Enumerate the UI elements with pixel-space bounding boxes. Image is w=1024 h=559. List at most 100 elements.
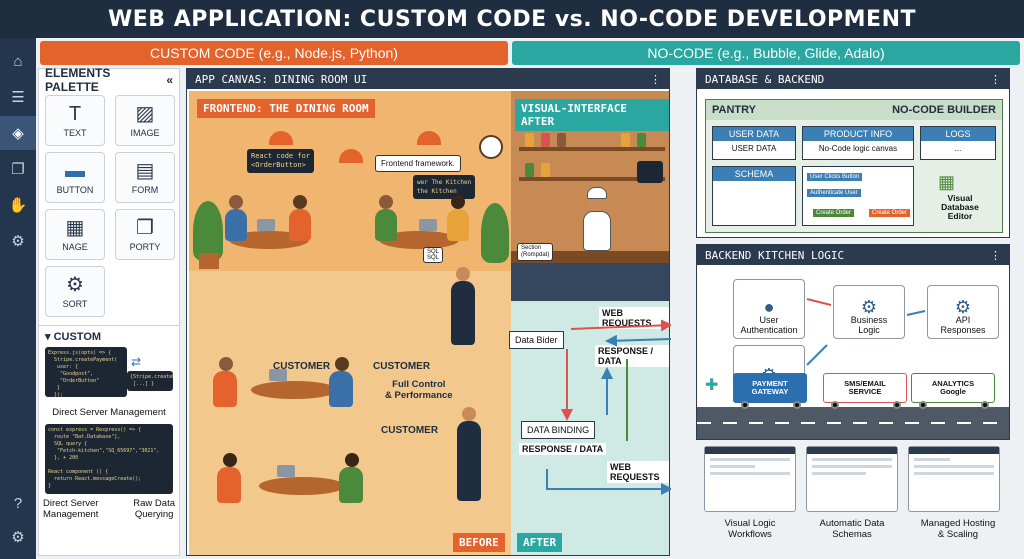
business-logic-box[interactable]: ⚙Business Logic bbox=[833, 285, 905, 339]
code-snippet-side: {Stripe.createPayment [...] } bbox=[127, 371, 173, 391]
waiter-figure bbox=[451, 281, 475, 345]
waiter-head bbox=[456, 267, 470, 281]
copy-icon[interactable]: ❐ bbox=[11, 161, 25, 178]
caption-direct-server: Direct Server Management bbox=[52, 407, 166, 418]
logic-canvas[interactable]: User Clicks Button Authenticate User Cre… bbox=[802, 166, 914, 226]
jar bbox=[541, 133, 550, 147]
custom-section-title[interactable]: ▾ CUSTOM bbox=[39, 325, 179, 347]
laptop-icon bbox=[257, 219, 275, 231]
wheel bbox=[919, 401, 927, 409]
before-tag: BEFORE bbox=[453, 533, 505, 552]
plant bbox=[481, 203, 509, 263]
palette-item-sort[interactable]: ⚙ SORT bbox=[45, 266, 105, 317]
card-header: PRODUCT INFO bbox=[803, 127, 913, 141]
pantry-label: PANTRY bbox=[712, 104, 756, 116]
jar bbox=[541, 163, 550, 177]
data-binding-box: DATA BINDING bbox=[521, 421, 596, 439]
puzzle-icon: ✚ bbox=[705, 377, 719, 394]
visual-db-label: Visual Database Editor bbox=[941, 193, 979, 221]
settings-icon[interactable]: ⚙ bbox=[11, 529, 25, 546]
palette-item-form[interactable]: ▤FORM bbox=[115, 152, 175, 203]
home-icon[interactable]: ⌂ bbox=[13, 52, 23, 70]
plugin-icon[interactable]: ✋ bbox=[8, 197, 28, 214]
help-icon[interactable]: ? bbox=[13, 494, 23, 512]
full-control-label: Full Control & Performance bbox=[385, 379, 453, 401]
frontend-tag: FRONTEND: THE DINING ROOM bbox=[197, 99, 375, 118]
table-icon: ▦ bbox=[65, 217, 85, 239]
customer-figure bbox=[339, 467, 363, 503]
palette-item-button[interactable]: ▬BUTTON bbox=[45, 152, 105, 203]
customer-figure bbox=[217, 467, 241, 503]
flow-node: Create Order bbox=[869, 209, 911, 217]
custom-code-header: CUSTOM CODE (e.g., Node.js, Python) bbox=[40, 41, 508, 65]
customer-head bbox=[223, 453, 237, 467]
schema-card[interactable]: SCHEMA bbox=[712, 166, 796, 226]
jar bbox=[525, 163, 534, 177]
palette-item-label: SORT bbox=[62, 299, 88, 309]
layers-icon[interactable]: ◈ bbox=[0, 116, 36, 150]
data-schema-thumbnail[interactable] bbox=[806, 446, 898, 512]
image-icon: ▨ bbox=[135, 103, 155, 125]
flow-node: Authenticate User bbox=[807, 189, 861, 197]
palette-item-label: IMAGE bbox=[130, 128, 160, 138]
backend-kitchen-panel: BACKEND KITCHEN LOGIC ⋮ ●User Authenticat… bbox=[696, 244, 1010, 440]
customer-head bbox=[451, 195, 465, 209]
db-title: DATABASE & BACKEND bbox=[705, 72, 825, 86]
card-row: USER DATA bbox=[731, 144, 777, 153]
flow-node: User Clicks Button bbox=[807, 173, 863, 181]
api-responses-box[interactable]: ⚙API Responses bbox=[927, 285, 999, 339]
more-icon[interactable]: ⋮ bbox=[990, 72, 1001, 86]
gear-icon[interactable]: ⚙ bbox=[11, 233, 25, 250]
logs-card[interactable]: LOGS ... bbox=[920, 126, 996, 160]
palette-item-image[interactable]: ▨ IMAGE bbox=[115, 95, 175, 146]
pantry-builder: PANTRY NO-CODE BUILDER USER DATA USER DA… bbox=[705, 99, 1003, 233]
nocode-header: NO-CODE (e.g., Bubble, Glide, Adalo) bbox=[512, 41, 1020, 65]
wheel bbox=[793, 401, 801, 409]
payment-gateway-truck[interactable]: PAYMENT GATEWAY bbox=[733, 373, 807, 403]
more-icon[interactable]: ⋮ bbox=[990, 248, 1001, 262]
palette-item-label: PORTY bbox=[129, 242, 161, 252]
builder-label: NO-CODE BUILDER bbox=[892, 104, 996, 116]
user-data-card[interactable]: USER DATA USER DATA bbox=[712, 126, 796, 160]
collapse-icon[interactable]: « bbox=[166, 73, 173, 87]
analytics-truck[interactable]: ANALYTICS Google bbox=[911, 373, 995, 403]
more-icon[interactable]: ⋮ bbox=[650, 72, 661, 86]
server-racks bbox=[511, 263, 669, 301]
page-title: WEB APPLICATION: CUSTOM CODE vs. NO-CODE… bbox=[0, 0, 1024, 38]
user-auth-box[interactable]: ●User Authentication bbox=[733, 279, 805, 339]
hosting-thumbnail[interactable] bbox=[908, 446, 1000, 512]
jar bbox=[621, 133, 630, 147]
dining-table bbox=[251, 381, 337, 399]
gear-icon: ⚙ bbox=[954, 297, 972, 317]
list-icon[interactable]: ☰ bbox=[11, 89, 25, 106]
kitchen-title: BACKEND KITCHEN LOGIC bbox=[705, 248, 845, 262]
jar bbox=[525, 133, 534, 147]
waiter-head bbox=[462, 407, 476, 421]
palette-item-porty[interactable]: ❐ PORTY bbox=[115, 209, 175, 260]
palette-item-label: FORM bbox=[131, 185, 159, 195]
sms-email-truck[interactable]: SMS/EMAIL SERVICE bbox=[823, 373, 907, 403]
response-data-label-1: RESPONSE / DATA bbox=[595, 345, 669, 367]
lamp bbox=[417, 131, 441, 145]
jar bbox=[637, 133, 646, 147]
customer-head bbox=[219, 357, 233, 371]
visual-logic-thumbnail[interactable] bbox=[704, 446, 796, 512]
card-header: LOGS bbox=[921, 127, 995, 141]
customer-figure bbox=[225, 209, 247, 241]
dining-table bbox=[259, 477, 345, 495]
gear-icon: ⚙ bbox=[66, 274, 84, 296]
road-line bbox=[697, 422, 1009, 424]
caption-raw-data: Raw Data Querying bbox=[133, 498, 175, 520]
palette-title: ELEMENTS PALETTE bbox=[45, 66, 111, 94]
chef-head bbox=[590, 197, 604, 211]
product-info-card[interactable]: PRODUCT INFO No-Code logic canvas bbox=[802, 126, 914, 160]
react-code-bubble: React code for <OrderButton> bbox=[247, 149, 315, 173]
window-icon: ❐ bbox=[136, 217, 154, 239]
plant bbox=[193, 201, 223, 261]
wheel bbox=[893, 401, 901, 409]
flow-arrows bbox=[546, 319, 671, 495]
customer-head bbox=[335, 357, 349, 371]
palette-item-nage[interactable]: ▦NAGE bbox=[45, 209, 105, 260]
card-row: ... bbox=[954, 144, 962, 153]
